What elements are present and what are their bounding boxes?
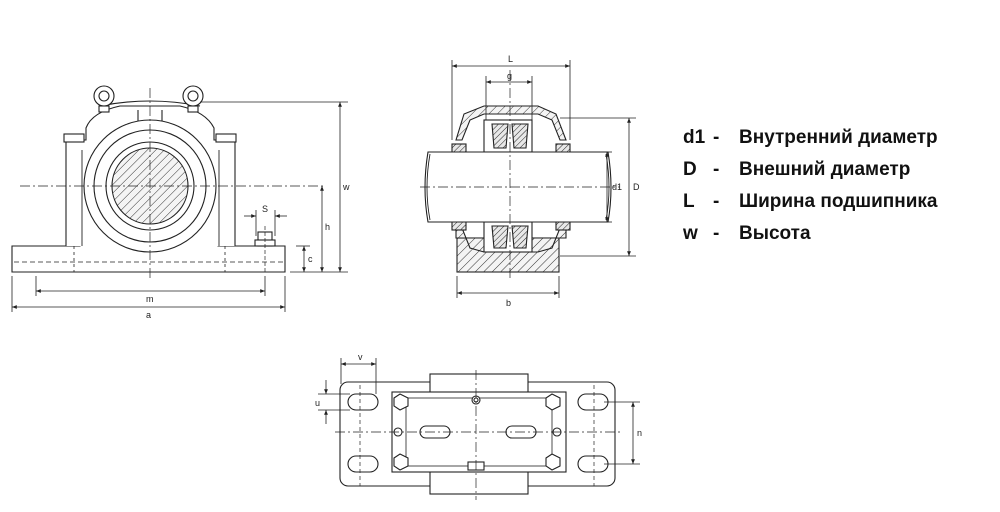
top-dimensions bbox=[318, 358, 640, 465]
eye-bolt-right bbox=[182, 85, 204, 113]
dim-label-L: L bbox=[508, 54, 513, 64]
legend-symbol: L bbox=[683, 191, 695, 212]
legend-symbol: w bbox=[683, 223, 698, 244]
front-dimensions bbox=[11, 101, 348, 312]
legend-symbol: d1 bbox=[683, 127, 706, 148]
dim-label-n: n bbox=[637, 428, 642, 438]
top-view bbox=[335, 370, 620, 500]
dim-label-D: D bbox=[633, 182, 640, 192]
legend-row-L: L - Ширина подшипника bbox=[683, 186, 938, 218]
dim-label-h: h bbox=[325, 222, 330, 232]
legend-dash: - bbox=[713, 191, 720, 212]
legend-description: Внутренний диаметр bbox=[739, 127, 938, 148]
legend-row-w: w - Высота bbox=[683, 218, 938, 250]
front-view bbox=[11, 85, 325, 278]
legend-symbol: D bbox=[683, 159, 697, 180]
dimension-legend: d1 - Внутренний диаметр D - Внешний диам… bbox=[683, 122, 938, 250]
eye-bolt-left bbox=[93, 85, 115, 113]
legend-row-D: D - Внешний диаметр bbox=[683, 154, 938, 186]
side-section-view bbox=[420, 70, 620, 280]
dim-label-d1: d1 bbox=[612, 182, 622, 192]
dim-label-u: u bbox=[315, 398, 320, 408]
dim-label-v: v bbox=[358, 352, 363, 362]
legend-row-d1: d1 - Внутренний диаметр bbox=[683, 122, 938, 154]
legend-description: Внешний диаметр bbox=[739, 159, 911, 180]
dim-label-c: c bbox=[308, 254, 313, 264]
dim-label-w: w bbox=[342, 182, 350, 192]
legend-description: Высота bbox=[739, 223, 811, 244]
dim-label-a: a bbox=[146, 310, 151, 320]
dim-label-g: g bbox=[507, 71, 512, 81]
legend-description: Ширина подшипника bbox=[739, 191, 938, 212]
side-dimensions bbox=[451, 60, 636, 298]
dim-label-b: b bbox=[506, 298, 511, 308]
legend-dash: - bbox=[713, 127, 720, 148]
legend-dash: - bbox=[713, 223, 720, 244]
dim-label-s: S bbox=[262, 204, 268, 214]
legend-dash: - bbox=[713, 159, 720, 180]
dim-label-m: m bbox=[146, 294, 154, 304]
